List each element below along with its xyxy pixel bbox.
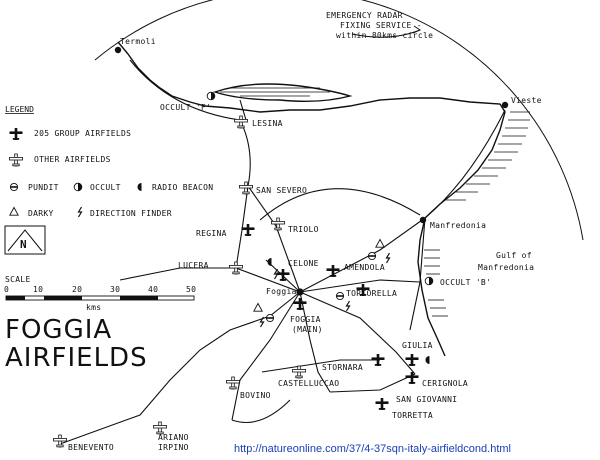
foggia-label: Foggia [266, 287, 297, 296]
lesina-label: LESINA [252, 119, 283, 128]
legend-direction-finder-icon [77, 206, 83, 218]
regina-label: REGINA [196, 229, 227, 238]
termoli-label: Termoli [120, 37, 156, 46]
legend-other-airfield-icon [9, 153, 23, 167]
amendola-pundit-icon [367, 251, 377, 261]
legend-205-group-airfield-icon [9, 128, 23, 140]
vieste-label: Vieste [511, 96, 542, 105]
radar-range-circle [94, 0, 584, 241]
legend: LEGEND 205 GROUP AIRFIELDS OTHER AIRFIEL… [5, 105, 213, 218]
north-arrow: N [4, 225, 46, 255]
coastline [117, 41, 506, 357]
torretta-airfield-icon [375, 398, 389, 410]
cerignola-airfield-icon [405, 372, 419, 384]
san-giovanni-label: SAN GIOVANNI [396, 395, 457, 404]
giulia-beacon-icon [425, 356, 430, 364]
foggia-darky-icon [253, 303, 263, 312]
amendola-airfield-icon [326, 265, 340, 277]
radar-note-line1: EMERGENCY RADAR [326, 11, 403, 20]
scale-label: SCALE [5, 275, 31, 284]
occult-f-label: OCCULT 'F' [160, 103, 211, 112]
occult-f-marker-icon [206, 91, 216, 101]
tortorella-direction-finder-icon [345, 300, 351, 312]
giulia-label: GIULIA [402, 341, 433, 350]
foggia-main-label-line1: FOGGIA [290, 315, 321, 324]
legend-occult-icon [73, 182, 83, 192]
celone-airfield-icon [276, 269, 290, 281]
termoli-town-dot [114, 46, 122, 54]
radar-range-arrow [351, 25, 422, 38]
foggia-direction-finder-icon [259, 316, 265, 328]
triolo-airfield-icon [271, 217, 285, 231]
scale-tick-20: 20 [72, 285, 82, 294]
legend-pundit-icon [9, 182, 19, 192]
amendola-direction-finder-icon [385, 252, 391, 264]
lucera-label: LUCERA [178, 261, 209, 270]
scale-tick-30: 30 [110, 285, 120, 294]
gulf-label-line1: Gulf of [496, 251, 532, 260]
source-url-link[interactable]: http://natureonline.com/37/4-37sqn-italy… [234, 443, 511, 455]
benevento-label: BENEVENTO [68, 443, 114, 452]
amendola-darky-icon [375, 239, 385, 248]
tortorella-pundit-icon [335, 291, 345, 301]
occult-b-label: OCCULT 'B' [440, 278, 491, 287]
scale-bar: SCALE 0 10 20 30 40 50 kms [4, 275, 196, 312]
vieste-town-dot [501, 101, 509, 109]
legend-label-205-group: 205 GROUP AIRFIELDS [34, 129, 131, 138]
scale-tick-10: 10 [33, 285, 43, 294]
lesina-lagoon [212, 83, 353, 103]
castelluccio-airfield-icon [292, 365, 306, 379]
stornara-label: STORNARA [322, 363, 363, 372]
giulia-airfield-icon [405, 354, 419, 366]
map-title-line2: AIRFIELDS [5, 343, 148, 373]
scale-tick-40: 40 [148, 285, 158, 294]
tortorella-label: TORTORELLA [346, 289, 397, 298]
torretta-label: TORRETTA [392, 411, 433, 420]
manfredonia-label: Manfredonia [430, 221, 486, 230]
legend-label-other: OTHER AIRFIELDS [34, 155, 111, 164]
celone-direction-finder-icon [273, 268, 279, 280]
radar-note-line2: FIXING SERVICE - [340, 21, 422, 30]
north-letter: N [20, 238, 27, 251]
legend-label-occult: OCCULT [90, 183, 121, 192]
foggia-pundit-icon [265, 313, 275, 323]
scale-unit: kms [86, 303, 101, 312]
regina-airfield-icon [241, 224, 255, 236]
amendola-label: AMENDOLA [344, 263, 385, 272]
bovino-label: BOVINO [240, 391, 271, 400]
celone-label: CELONE [288, 259, 319, 268]
ariano-label-line1: ARIANO [158, 433, 189, 442]
foggia-main-label-line2: (MAIN) [292, 325, 323, 334]
map-title-line1: FOGGIA [5, 315, 112, 345]
stornara-airfield-icon [371, 354, 385, 366]
lucera-airfield-icon [229, 261, 243, 275]
legend-label-darky: DARKY [28, 209, 54, 218]
san-severo-airfield-icon [239, 181, 253, 195]
castelluccio-label: CASTELLUCCAO [278, 379, 339, 388]
benevento-airfield-icon [53, 434, 67, 448]
triolo-label: TRIOLO [288, 225, 319, 234]
foggia-town-dot [296, 288, 304, 296]
cerignola-label: CERIGNOLA [422, 379, 468, 388]
road-network [59, 59, 506, 445]
legend-title: LEGEND [5, 105, 34, 114]
celone-beacon-icon [267, 258, 272, 266]
north-arrow-icon [7, 229, 43, 252]
legend-darky-icon [9, 207, 19, 216]
legend-label-radio-beacon: RADIO BEACON [152, 183, 213, 192]
manfredonia-town-dot [419, 216, 427, 224]
legend-label-pundit: PUNDIT [28, 183, 59, 192]
legend-label-direction-finder: DIRECTION FINDER [90, 209, 172, 218]
ariano-label-line2: IRPINO [158, 443, 189, 452]
bovino-airfield-icon [226, 376, 240, 390]
sea-hatching [220, 87, 530, 317]
legend-radio-beacon-icon [137, 183, 142, 191]
scale-tick-50: 50 [186, 285, 196, 294]
scale-tick-0: 0 [4, 285, 9, 294]
gulf-label-line2: Manfredonia [478, 263, 534, 272]
san-severo-label: SAN SEVERO [256, 186, 307, 195]
radar-note-line3: within 80kms circle [336, 31, 433, 40]
occult-b-marker-icon [424, 276, 434, 286]
